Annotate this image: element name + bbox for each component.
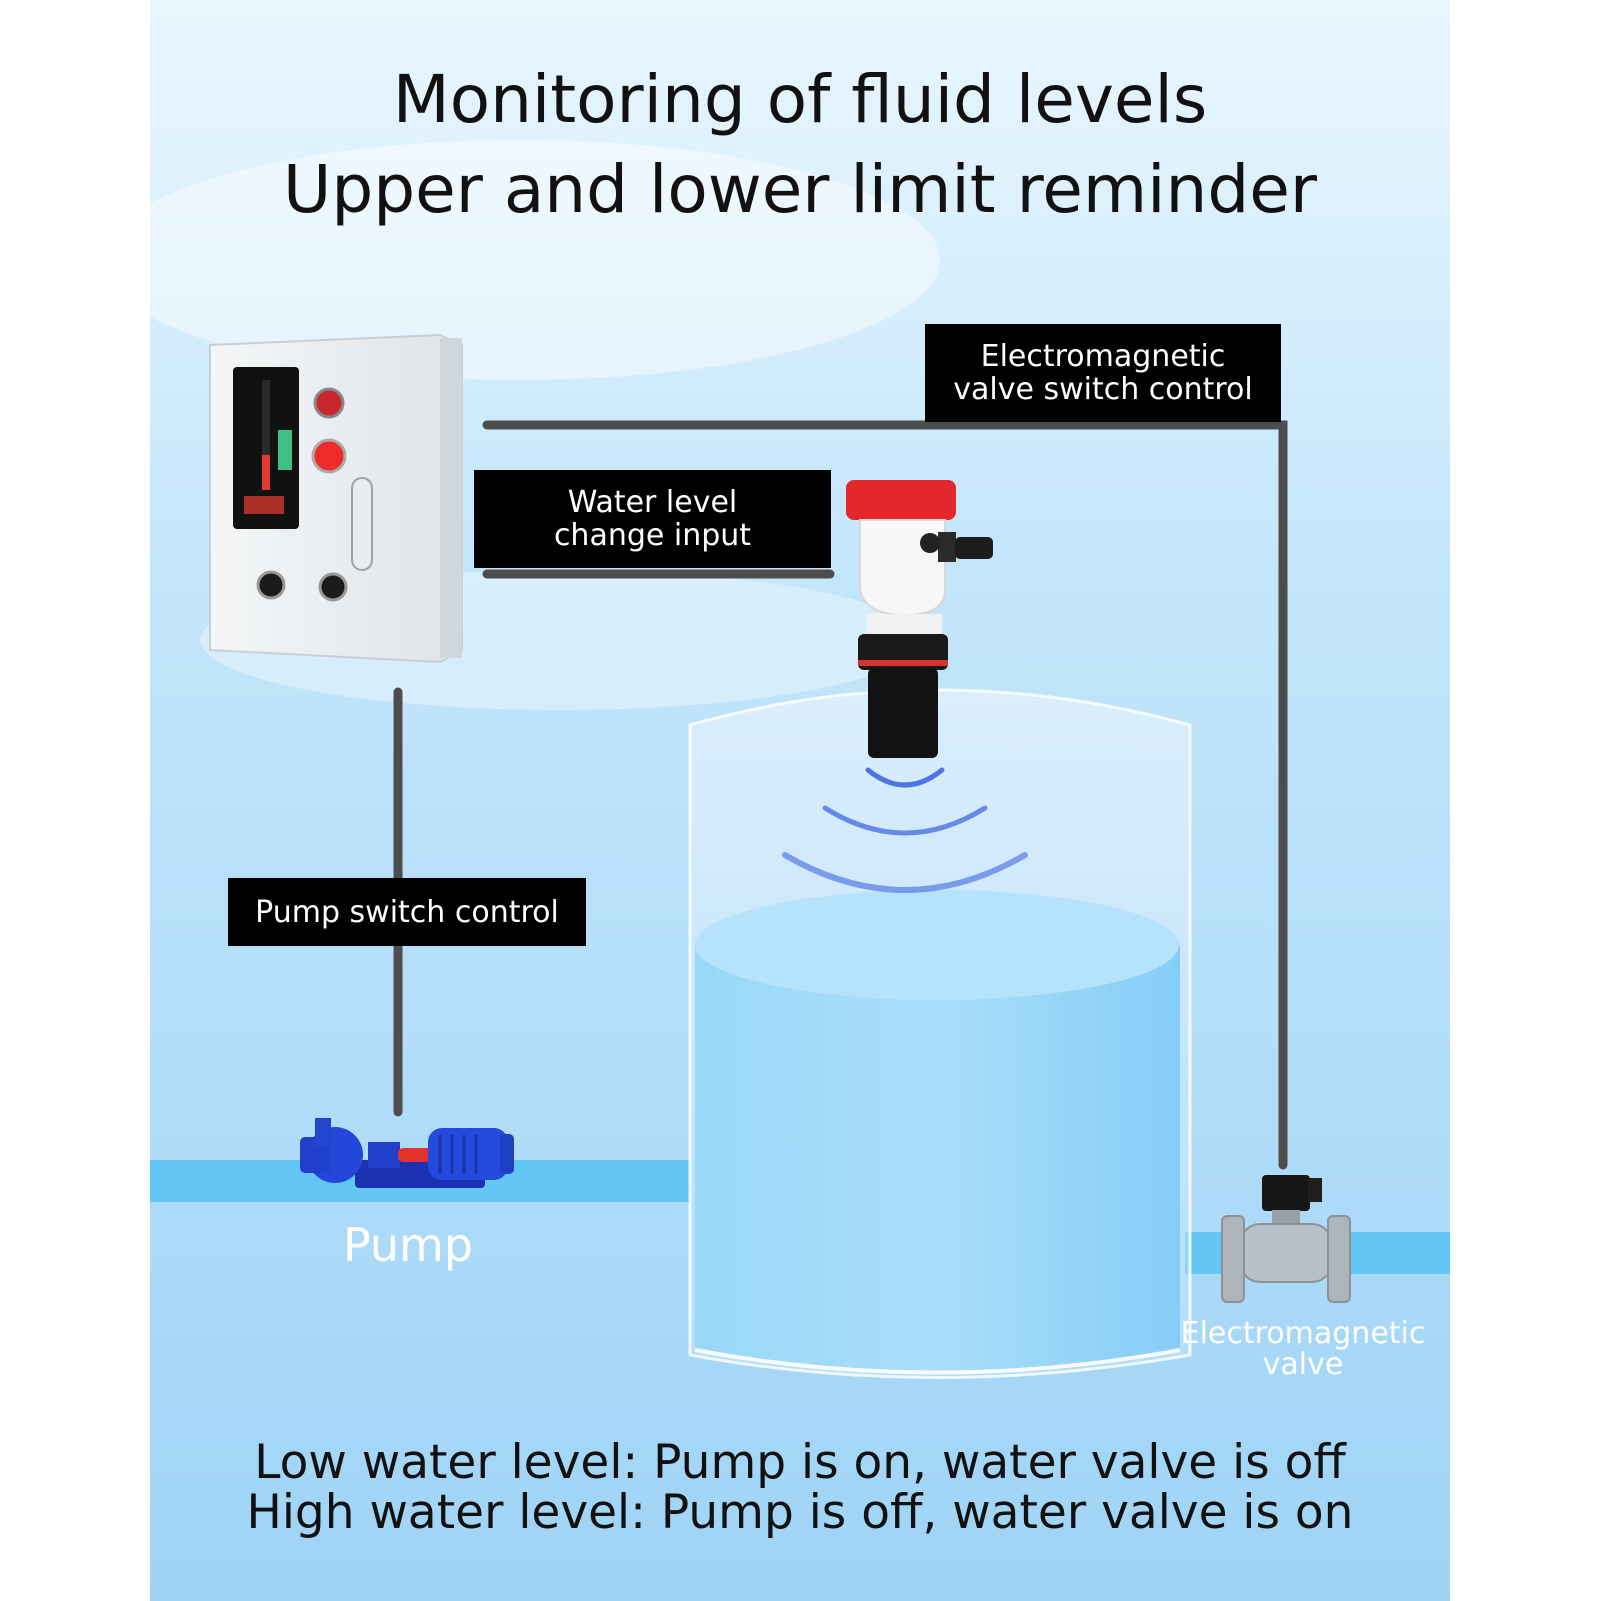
level-input-label-line-2: change input xyxy=(553,518,752,553)
pump-control-label: Pump switch control xyxy=(228,878,586,946)
sensor-cap xyxy=(846,480,956,520)
valve-control-label-line-2: valve switch control xyxy=(953,372,1253,407)
valve-wire xyxy=(482,420,1288,1170)
door-handle xyxy=(351,477,373,571)
pump xyxy=(300,1118,514,1188)
low-level-rule: Low water level: Pump is on, water valve… xyxy=(254,1435,1346,1490)
level-input-label: Water level change input xyxy=(474,470,831,568)
title-line-2: Upper and lower limit reminder xyxy=(283,151,1317,228)
pump-label: Pump xyxy=(342,1218,474,1272)
title-line-1: Monitoring of fluid levels xyxy=(392,61,1208,138)
valve-coil xyxy=(1262,1175,1310,1211)
valve-label: Electromagnetic valve xyxy=(1168,1318,1438,1380)
pump-motor xyxy=(428,1128,508,1180)
valve-control-label: Electromagnetic valve switch control xyxy=(925,324,1281,422)
level-input-label-line-1: Water level xyxy=(567,485,738,520)
knob-right xyxy=(318,572,348,602)
water-tank xyxy=(688,688,1192,1379)
cloud-highlight xyxy=(100,140,940,380)
electromagnetic-valve xyxy=(1221,1175,1351,1303)
water-body xyxy=(695,945,1180,1373)
sonar-waves xyxy=(782,767,1028,893)
valve-label-line-1: Electromagnetic xyxy=(1180,1316,1426,1351)
knob-left xyxy=(256,570,286,600)
valve-label-line-2: valve xyxy=(1262,1347,1344,1382)
valve-body xyxy=(1239,1223,1333,1283)
control-box xyxy=(209,333,463,664)
pump-coupling xyxy=(398,1148,432,1162)
valve-control-label-line-1: Electromagnetic xyxy=(980,339,1226,374)
level-bar xyxy=(262,455,270,490)
indicator-light xyxy=(313,387,345,419)
alarm-light xyxy=(311,438,347,474)
water-surface xyxy=(695,890,1179,1000)
high-level-rule: High water level: Pump is off, water val… xyxy=(246,1485,1354,1540)
ultrasonic-sensor xyxy=(846,480,993,758)
